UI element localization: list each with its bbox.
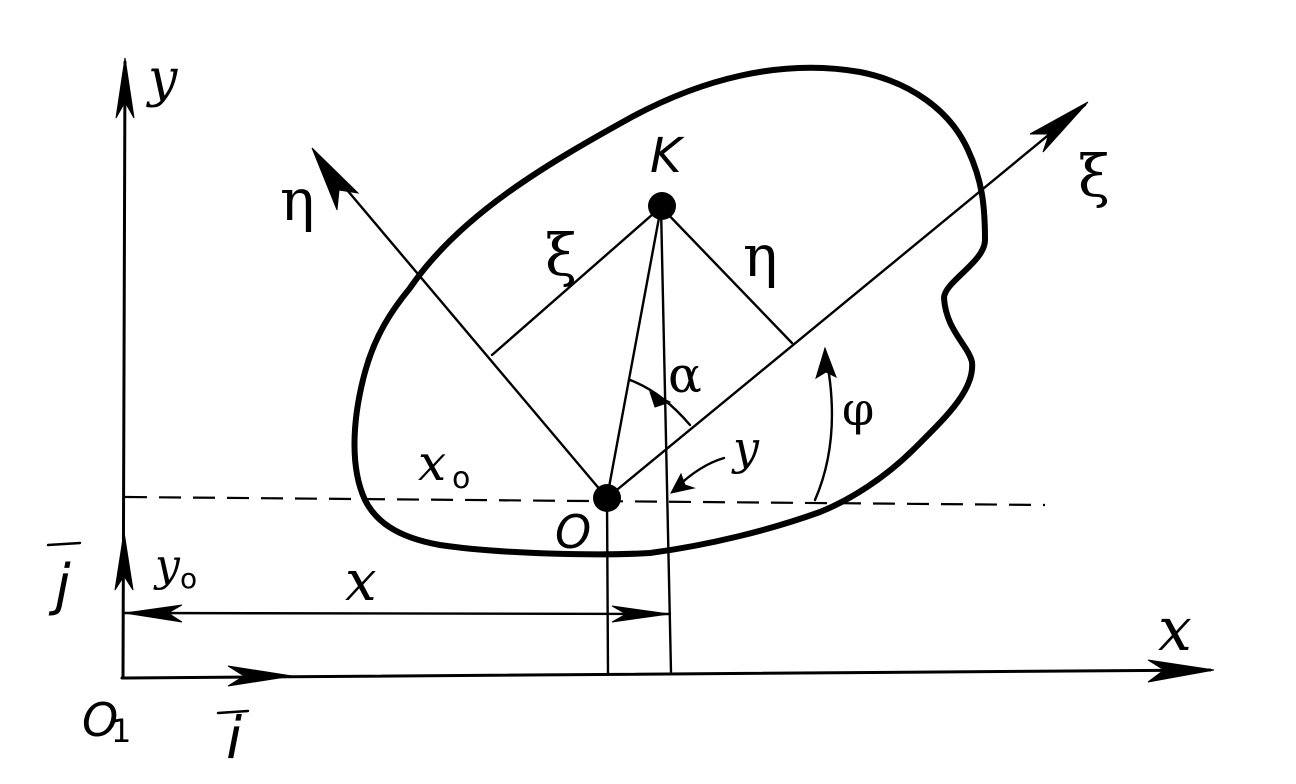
unit-vector-j-label: j [48, 553, 71, 618]
xi-axis-label: ξ [1078, 142, 1110, 210]
moving-eta-axis-arrowhead [311, 147, 360, 211]
fixed-x-axis-arrowhead [1147, 659, 1215, 683]
unit-vector-i-label: i [226, 704, 242, 772]
unit-vector-i-overbar [216, 709, 250, 715]
unit-vector-i-arrowhead [227, 665, 293, 687]
fixed-y-axis-line [121, 60, 127, 680]
origin-o1-label: O [82, 693, 118, 747]
y-axis-label: y [146, 49, 178, 109]
point-k-dot [648, 192, 676, 220]
vertical-line-through-o [605, 496, 610, 676]
angle-alpha-arrowhead [649, 391, 672, 408]
x0-label: x [418, 434, 446, 492]
segment-xi-label: ξ [545, 221, 577, 289]
dimension-x-right-arrowhead [611, 605, 670, 623]
projection-line-k-to-eta-axis [490, 205, 663, 357]
segment-eta-label: η [743, 222, 778, 290]
dimension-x-left-arrowhead [124, 604, 183, 623]
fixed-y-axis-arrowhead [115, 57, 135, 119]
angle-phi-arrowhead [815, 346, 837, 380]
y0-subscript: o [180, 562, 197, 595]
eta-axis-label: η [280, 166, 315, 234]
fixed-x-axis-line [120, 668, 1212, 680]
rigid-body-outline [351, 64, 988, 558]
small-y-leader-arrowhead [670, 472, 696, 494]
dimension-x-label: x [345, 549, 377, 614]
origin-o1-subscript: 1 [111, 712, 131, 750]
vertical-line-through-k [659, 205, 673, 674]
moving-xi-axis-arrowhead [1029, 101, 1089, 153]
moving-xi-axis-line [605, 103, 1087, 500]
angle-phi-label: φ [842, 382, 874, 436]
projection-line-k-to-xi-axis [659, 205, 794, 345]
point-o-dot [593, 484, 621, 512]
angle-phi-arc [813, 354, 834, 502]
horizontal-reference-dashed-line [124, 495, 1046, 507]
unit-vector-j-overbar [46, 541, 82, 547]
moving-eta-axis-line [313, 150, 609, 500]
segment-o-to-k [605, 205, 663, 500]
unit-vector-j-arrowhead [114, 531, 134, 591]
angle-alpha-label: α [668, 346, 702, 404]
point-k-label: K [650, 128, 685, 184]
point-o-label: O [555, 505, 591, 559]
y0-label: y [153, 540, 181, 591]
dimension-line-x [122, 611, 672, 616]
x0-subscript: o [452, 461, 470, 496]
small-y-label: y [731, 421, 760, 475]
x-axis-label: x [1158, 595, 1192, 665]
